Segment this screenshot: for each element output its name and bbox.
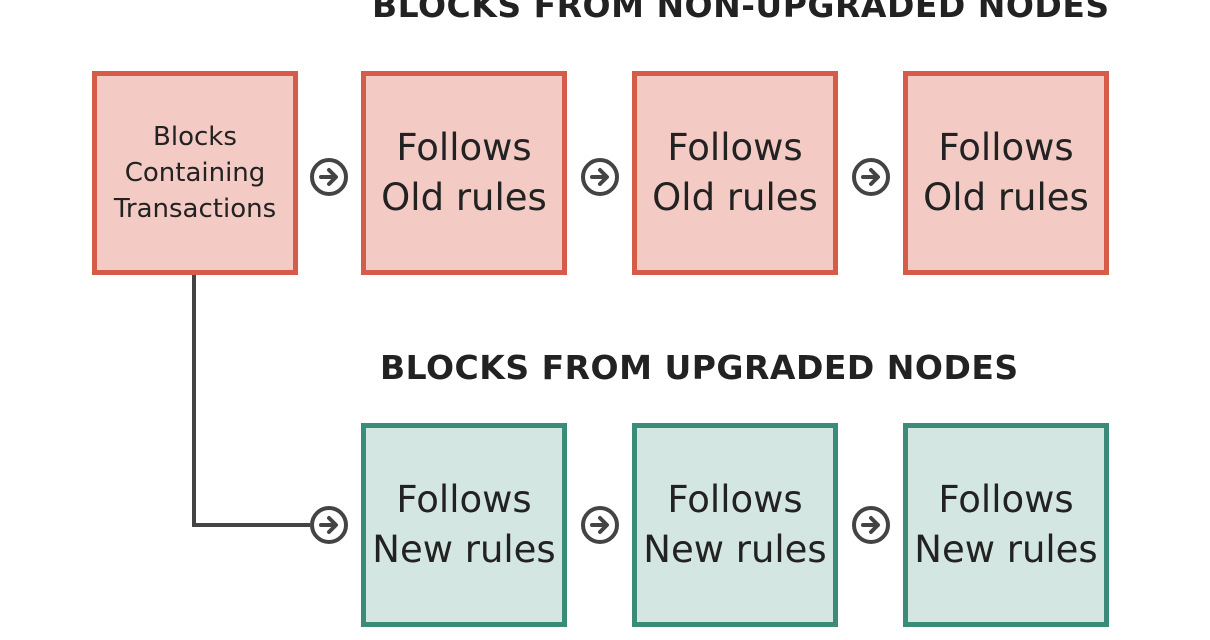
circle-arrow-right-icon (852, 506, 890, 544)
new-rules-block-label: Follows New rules (643, 478, 827, 571)
new-rules-block-3: Follows New rules (903, 423, 1109, 627)
circle-arrow-right-icon (310, 506, 348, 544)
new-rules-block-2: Follows New rules (632, 423, 838, 627)
start-block: Blocks Containing Transactions (92, 71, 298, 275)
old-rules-block-label: Follows Old rules (652, 126, 818, 219)
old-rules-block-1: Follows Old rules (361, 71, 567, 275)
circle-arrow-right-icon (581, 506, 619, 544)
circle-arrow-right-icon (310, 158, 348, 196)
heading-upgraded: BLOCKS FROM UPGRADED NODES (380, 348, 1019, 387)
start-block-label: Blocks Containing Transactions (113, 122, 277, 224)
new-rules-block-label: Follows New rules (372, 478, 556, 571)
new-rules-block-label: Follows New rules (914, 478, 1098, 571)
old-rules-block-label: Follows Old rules (923, 126, 1089, 219)
new-rules-block-1: Follows New rules (361, 423, 567, 627)
fork-connector-line (192, 274, 310, 527)
circle-arrow-right-icon (581, 158, 619, 196)
heading-non-upgraded: BLOCKS FROM NON-UPGRADED NODES (372, 0, 1110, 25)
circle-arrow-right-icon (852, 158, 890, 196)
old-rules-block-2: Follows Old rules (632, 71, 838, 275)
old-rules-block-label: Follows Old rules (381, 126, 547, 219)
old-rules-block-3: Follows Old rules (903, 71, 1109, 275)
